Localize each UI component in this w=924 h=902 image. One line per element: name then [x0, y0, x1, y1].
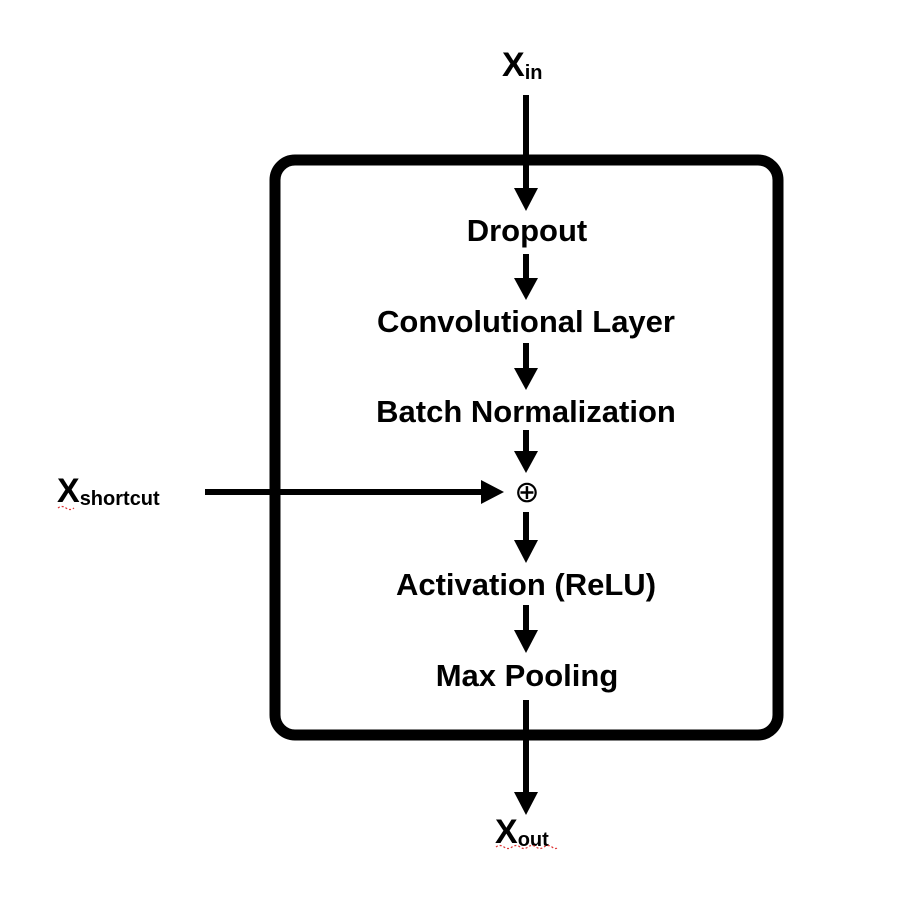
- arrowhead-maxpool: [514, 630, 538, 653]
- arrowhead-add: [514, 451, 538, 473]
- x-in-main: X: [502, 46, 525, 84]
- x-out-label: Xout: [495, 813, 549, 851]
- arrowhead-xout: [514, 792, 538, 815]
- arrowhead-conv: [514, 278, 538, 300]
- x-shortcut-sub: shortcut: [80, 488, 160, 510]
- x-shortcut-spellcheck-underline: [57, 505, 75, 511]
- step-batch-normalization: Batch Normalization: [376, 394, 676, 429]
- x-shortcut-main: X: [57, 472, 80, 510]
- arrowhead-shortcut: [481, 480, 504, 504]
- x-out-spellcheck-underline: [495, 844, 559, 850]
- x-in-label: Xin: [502, 46, 542, 84]
- x-out-main: X: [495, 813, 518, 851]
- step-dropout: Dropout: [467, 213, 588, 248]
- arrowhead-batchnorm: [514, 368, 538, 390]
- x-shortcut-label: Xshortcut: [57, 472, 160, 510]
- step-activation-relu: Activation (ReLU): [396, 567, 656, 602]
- add-operator-icon: ⊕: [514, 475, 539, 510]
- arrowhead-dropout: [514, 188, 538, 211]
- x-in-sub: in: [525, 62, 543, 84]
- x-out-sub: out: [518, 829, 549, 851]
- step-convolutional-layer: Convolutional Layer: [377, 304, 675, 339]
- step-max-pooling: Max Pooling: [436, 658, 619, 693]
- arrowhead-relu: [514, 540, 538, 563]
